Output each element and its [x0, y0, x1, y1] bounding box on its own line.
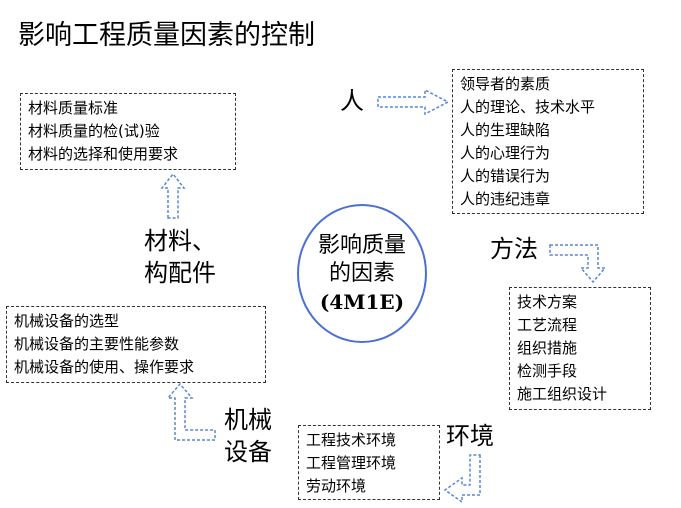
environment-box: 工程技术环境 工程管理环境 劳动环境 [298, 425, 440, 500]
center-line-1: 影响质量 [317, 232, 406, 258]
material-up-arrow [160, 172, 186, 219]
person-right-arrow [377, 88, 450, 116]
category-machine-line1: 机械 [224, 406, 272, 434]
category-person: 人 [340, 87, 364, 115]
environment-item: 工程管理环境 [306, 454, 397, 472]
machine-item: 机械设备的主要性能参数 [14, 335, 180, 353]
machine-up-arrow [166, 382, 216, 441]
environment-down-left-arrow [443, 454, 481, 504]
page-title: 影响工程质量因素的控制 [18, 20, 315, 51]
center-circle: 影响质量 的因素 (4M1E) [297, 204, 427, 343]
person-item: 人的错误行为 [460, 167, 551, 185]
person-item: 人的违纪违章 [460, 190, 551, 208]
person-box: 领导者的素质 人的理论、技术水平 人的生理缺陷 人的心理行为 人的错误行为 人的… [452, 69, 644, 214]
category-machine-line2: 设备 [224, 438, 272, 466]
environment-item: 工程技术环境 [306, 431, 397, 449]
person-item: 人的理论、技术水平 [460, 98, 596, 116]
material-item: 材料的选择和使用要求 [28, 145, 179, 163]
category-method: 方法 [490, 235, 538, 263]
material-box: 材料质量标准 材料质量的检(试)验 材料的选择和使用要求 [20, 93, 236, 170]
method-item: 施工组织设计 [517, 385, 608, 403]
method-item: 技术方案 [517, 293, 578, 311]
center-line-2: 的因素 [328, 260, 395, 286]
machine-item: 机械设备的使用、操作要求 [14, 358, 195, 376]
material-item: 材料质量标准 [28, 99, 119, 117]
category-material-line1: 材料、 [144, 227, 216, 255]
center-code: (4M1E) [319, 289, 405, 314]
method-down-arrow [549, 244, 607, 284]
method-box: 技术方案 工艺流程 组织措施 检测手段 施工组织设计 [509, 287, 651, 410]
person-item: 人的心理行为 [460, 144, 551, 162]
method-item: 组织措施 [517, 339, 578, 357]
environment-item: 劳动环境 [306, 477, 367, 495]
person-item: 领导者的素质 [460, 75, 551, 93]
method-item: 检测手段 [517, 362, 578, 380]
method-item: 工艺流程 [517, 316, 578, 334]
category-environment: 环境 [446, 422, 494, 450]
category-material-line2: 构配件 [144, 259, 216, 287]
material-item: 材料质量的检(试)验 [28, 122, 160, 140]
machine-box: 机械设备的选型 机械设备的主要性能参数 机械设备的使用、操作要求 [6, 306, 266, 383]
person-item: 人的生理缺陷 [460, 121, 551, 139]
machine-item: 机械设备的选型 [14, 312, 120, 330]
